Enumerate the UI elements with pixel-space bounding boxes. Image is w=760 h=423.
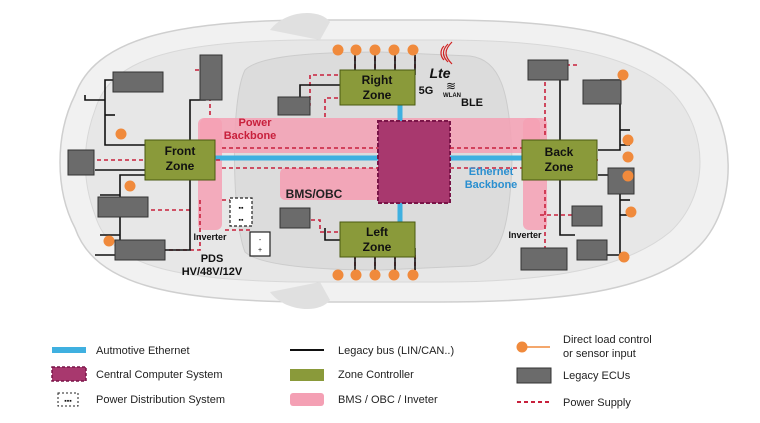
- legend-pds-swatch: [57, 392, 79, 407]
- wireless-labels: Lte 5G ≋ WLAN BLE: [419, 41, 483, 109]
- left-zone-label-1: Left: [366, 225, 388, 239]
- legend-legacy-bus-text: Legacy bus (LIN/CAN..): [338, 345, 454, 357]
- wifi-icon: ≋: [446, 79, 456, 93]
- legend-direct-load-text-2: or sensor input: [563, 348, 636, 360]
- ethernet-backbone-label-2: Backbone: [465, 179, 518, 191]
- legend-power-supply-text: Power Supply: [563, 397, 631, 409]
- legend-bms-swatch: [290, 393, 324, 406]
- right-zone-label-2: Zone: [363, 88, 392, 102]
- inverter-back-label: Inverter: [508, 230, 542, 240]
- legacy-ecus: [67, 54, 635, 271]
- svg-text:▪▪: ▪▪: [239, 217, 244, 224]
- inverter-front-label: Inverter: [193, 232, 227, 242]
- back-zone-label-2: Zone: [545, 160, 574, 174]
- ethernet-backbone-lines: [215, 104, 523, 222]
- bms-obc-label: BMS/OBC: [286, 187, 343, 201]
- svg-text:+: +: [258, 247, 262, 254]
- pds-label-2: HV/48V/12V: [182, 266, 243, 278]
- wlan-label: WLAN: [443, 93, 461, 99]
- power-backbone-label-1: Power: [238, 117, 272, 129]
- ble-label: BLE: [461, 97, 483, 109]
- legend-ecu-swatch: [516, 367, 552, 384]
- ethernet-backbone-label-1: Ethernet: [469, 166, 514, 178]
- 5g-label: 5G: [419, 85, 434, 97]
- svg-text:▪▪: ▪▪: [239, 205, 244, 212]
- central-computer: [377, 120, 451, 204]
- svg-text:▪▪▪: ▪▪▪: [64, 398, 72, 405]
- svg-text:-: -: [259, 237, 262, 244]
- front-zone-label-2: Zone: [166, 159, 195, 173]
- left-zone-label-2: Zone: [363, 240, 392, 254]
- legend-zone-text: Zone Controller: [338, 369, 414, 381]
- legend-pds-text: Power Distribution System: [96, 394, 225, 406]
- legend-ethernet-swatch: [52, 347, 86, 353]
- legend-zone-swatch: [290, 369, 324, 381]
- legend-bms-text: BMS / OBC / Inveter: [338, 394, 438, 406]
- legend-direct-load-text-1: Direct load control: [563, 334, 652, 346]
- legend-ecu-text: Legacy ECUs: [563, 370, 631, 382]
- back-zone-label-1: Back: [545, 145, 574, 159]
- front-zone-label-1: Front: [165, 144, 196, 158]
- pds-label-1: PDS: [201, 253, 224, 265]
- lte-label: Lte: [430, 65, 451, 81]
- legend: Autmotive Ethernet Central Computer Syst…: [51, 334, 652, 409]
- legend-central-swatch: [51, 366, 87, 382]
- power-backbone-label-2: Backbone: [224, 130, 277, 142]
- front-zone: [144, 139, 216, 181]
- back-zone: [521, 139, 598, 181]
- right-zone: [339, 69, 416, 106]
- legend-central-text: Central Computer System: [96, 369, 223, 381]
- right-zone-label-1: Right: [362, 73, 393, 87]
- left-zone: [339, 221, 416, 258]
- legend-sensor-swatch: [516, 341, 528, 353]
- zone-controllers: Front Zone Right Zone Left Zone Back Zon…: [144, 69, 598, 258]
- pds-box: ▪▪ ▪▪ - +: [229, 197, 271, 257]
- legend-ethernet-text: Autmotive Ethernet: [96, 345, 190, 357]
- sensor-dots: [103, 44, 637, 281]
